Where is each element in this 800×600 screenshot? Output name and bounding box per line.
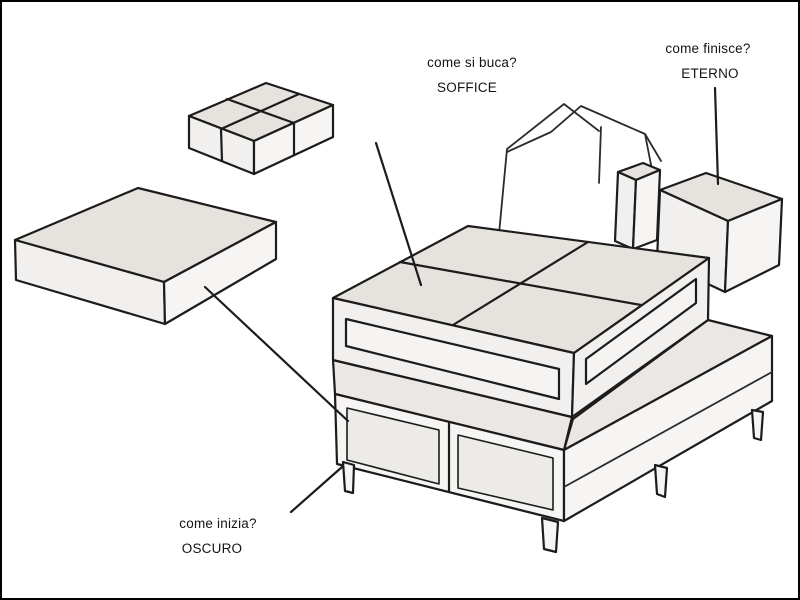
annotation-eterno-answer: ETERNO [681, 66, 739, 81]
cushion-front-seam [219, 127, 224, 163]
annotation-soffice-question: come si buca? [427, 55, 517, 70]
leader-line-oscuro [289, 465, 344, 514]
cushion-quilt-seam-2 [219, 92, 301, 131]
slab-module [13, 186, 278, 326]
mattress-right-rail-inset [584, 277, 698, 386]
base-leg-right-back [750, 408, 765, 442]
base-front-panel-right [457, 434, 554, 511]
sketch-stroke [506, 105, 662, 162]
annotation-oscuro-answer: OSCURO [181, 541, 243, 556]
cushion-module [187, 81, 335, 176]
sketch-stroke [598, 126, 602, 184]
base-leg-right-mid [653, 463, 669, 499]
mattress-module [331, 224, 711, 419]
mattress-front-rail-inset [344, 317, 561, 401]
leader-line-soffice [374, 141, 423, 287]
leader-line-eterno [713, 86, 720, 186]
mattress-quilt-seam-2 [451, 240, 590, 327]
end-flat-right-face [723, 197, 784, 294]
annotation-eterno-question: come finisce? [665, 41, 751, 56]
base-frame [331, 318, 774, 554]
sketch-stroke [498, 103, 600, 235]
slab-right-face [162, 220, 278, 326]
base-right-seam [563, 371, 773, 488]
end-section-eterno [613, 161, 784, 294]
base-front-panel-left [346, 407, 440, 485]
annotation-oscuro-question: come inizia? [179, 516, 257, 531]
leader-line-slab-to-base [203, 285, 350, 423]
base-leg-front-right [540, 516, 560, 554]
leader-lines [203, 86, 720, 514]
annotation-soffice-answer: SOFFICE [437, 80, 497, 95]
end-tower-right-face [631, 168, 662, 251]
base-leg-front-left [341, 460, 356, 495]
